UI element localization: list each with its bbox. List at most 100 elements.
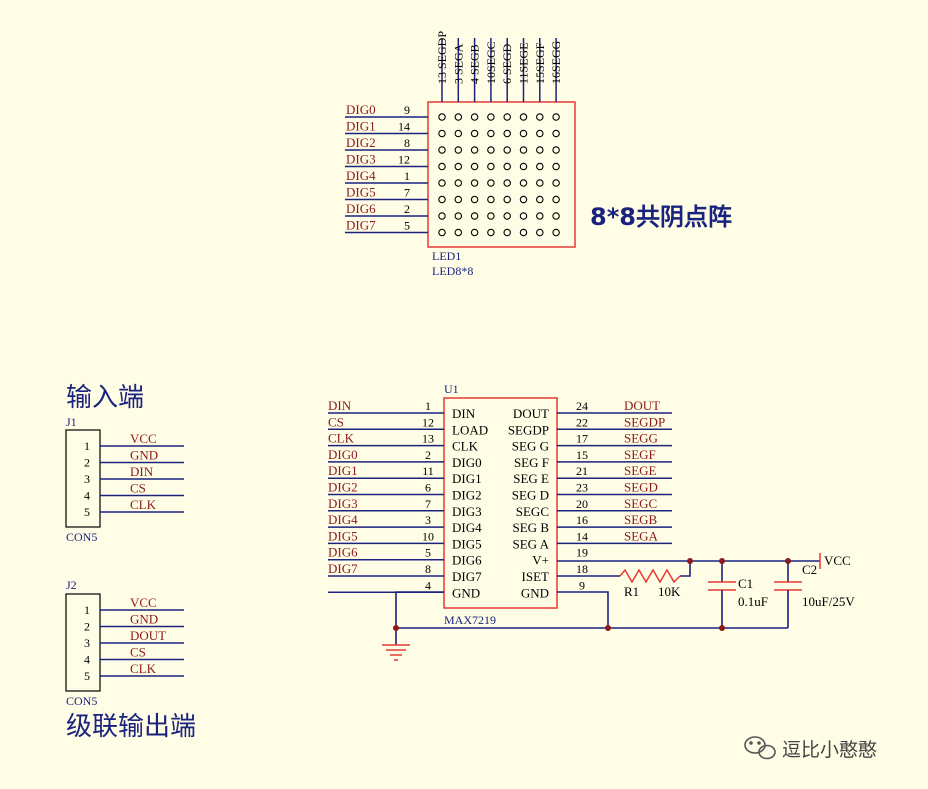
led-dot xyxy=(470,212,479,220)
matrix-pin-number: 1 xyxy=(404,169,410,183)
led-dot xyxy=(454,129,463,138)
led-dot xyxy=(487,195,495,204)
u1-pin-number: 3 xyxy=(425,513,431,527)
led-dot xyxy=(438,113,446,121)
junction xyxy=(687,558,693,564)
led-dot xyxy=(487,212,495,220)
led-dot xyxy=(536,195,544,204)
j2-pin-number: 3 xyxy=(84,636,90,650)
u1-net-label: DIG4 xyxy=(328,512,358,527)
matrix-pin-number: 9 xyxy=(404,103,410,117)
u1-pin-number: 12 xyxy=(422,415,434,429)
matrix-pin-number: 12 xyxy=(398,153,410,167)
junction xyxy=(785,558,791,564)
matrix-net-label: DIG7 xyxy=(346,218,376,233)
j2-heading: 级联输出端 xyxy=(66,712,196,742)
led-dot xyxy=(470,146,479,154)
u1-body xyxy=(443,397,558,609)
u1-pin-name: DIG2 xyxy=(452,488,482,503)
u1-pin-number: 14 xyxy=(576,529,588,543)
matrix-top-pin-label: 3 SEGA xyxy=(451,43,465,84)
j1-pin-number: 1 xyxy=(84,439,90,453)
led-dot xyxy=(454,228,463,237)
u1-net-label: DIG6 xyxy=(328,545,358,560)
matrix-top-pin-label: 16SEGG xyxy=(549,40,563,84)
led-dot xyxy=(438,146,446,154)
led-dot xyxy=(470,113,479,121)
j2-pin-number: 5 xyxy=(84,669,90,683)
matrix-net-label: DIG2 xyxy=(346,135,376,150)
matrix-top-pin-label: 11SEGE xyxy=(517,42,531,84)
u1-pin-name: DOUT xyxy=(513,406,549,421)
matrix-net-label: DIG4 xyxy=(346,168,376,183)
led-dot xyxy=(454,195,463,204)
u1-pin-name: GND xyxy=(452,585,480,600)
u1-net-label: SEGA xyxy=(624,528,659,543)
led-dot xyxy=(519,212,528,220)
u1-net-label: SEGE xyxy=(624,463,657,478)
u1-net-label: SEGG xyxy=(624,431,658,446)
led-dot xyxy=(536,179,544,187)
led-dot xyxy=(487,146,495,154)
led-dot xyxy=(519,195,528,204)
u1-pin-name: ISET xyxy=(522,569,550,584)
led-dot xyxy=(454,179,463,187)
u1-net-label: DIG7 xyxy=(328,561,358,576)
led-dot xyxy=(438,195,446,204)
wechat-icon xyxy=(744,736,776,760)
led-dot xyxy=(487,129,495,138)
matrix-top-pin-label: 15SEGF xyxy=(533,42,547,84)
led-dot xyxy=(519,179,528,187)
u1-net-label: SEGB xyxy=(624,512,658,527)
u1-net-label: SEGDP xyxy=(624,414,665,429)
u1-pin-number: 11 xyxy=(422,464,434,478)
u1-pin-number: 10 xyxy=(422,529,434,543)
vcc-label: VCC xyxy=(824,553,851,568)
led-dot xyxy=(487,179,495,187)
u1-pin-name: SEG D xyxy=(512,488,549,503)
c1-ref: C1 xyxy=(738,576,753,591)
junction xyxy=(719,625,725,631)
u1-pin-name: LOAD xyxy=(452,422,488,437)
j2-net-label: VCC xyxy=(130,595,157,610)
u1-pin-number: 1 xyxy=(425,399,431,413)
led-dot xyxy=(536,146,544,154)
j1-net-label: CLK xyxy=(130,497,157,512)
junction xyxy=(719,558,725,564)
u1-pin-number: 24 xyxy=(576,399,588,413)
power-network: R1 10K C1 0.1uF C2 10uF/25V VCC xyxy=(382,553,855,661)
u1-pin-number: 19 xyxy=(576,546,588,560)
u1-pin-name: SEG F xyxy=(514,455,549,470)
j1-net-label: GND xyxy=(130,448,158,463)
u1-pin-number: 5 xyxy=(425,546,431,560)
resistor-r1 xyxy=(619,568,681,584)
led-dot xyxy=(470,179,479,187)
j1-pin-number: 5 xyxy=(84,505,90,519)
u1-pin-number: 17 xyxy=(576,432,588,446)
u1-pin-name: CLK xyxy=(452,439,479,454)
u1-net-label: DOUT xyxy=(624,398,660,413)
u1-pin-name: DIG4 xyxy=(452,520,482,535)
led-dot xyxy=(438,179,446,187)
u1-pin-name: DIG0 xyxy=(452,455,482,470)
u1-pin-name: DIG5 xyxy=(452,536,482,551)
matrix-value: LED8*8 xyxy=(432,264,473,278)
u1-pin-name: DIG3 xyxy=(452,504,482,519)
led-dot xyxy=(552,212,560,220)
matrix-top-pin-label: 13 SEGDP xyxy=(435,31,449,84)
u1-pin-name: SEGC xyxy=(516,504,549,519)
j1-net-label: VCC xyxy=(130,431,157,446)
led-dot xyxy=(503,179,511,187)
junction xyxy=(393,625,399,631)
c1-value: 0.1uF xyxy=(738,594,768,609)
u1-net-label: DIG2 xyxy=(328,480,358,495)
matrix-top-pin-label: 10SEGC xyxy=(484,41,498,84)
u1-net-label: DIN xyxy=(328,398,352,413)
r1-ref: R1 xyxy=(624,584,639,599)
